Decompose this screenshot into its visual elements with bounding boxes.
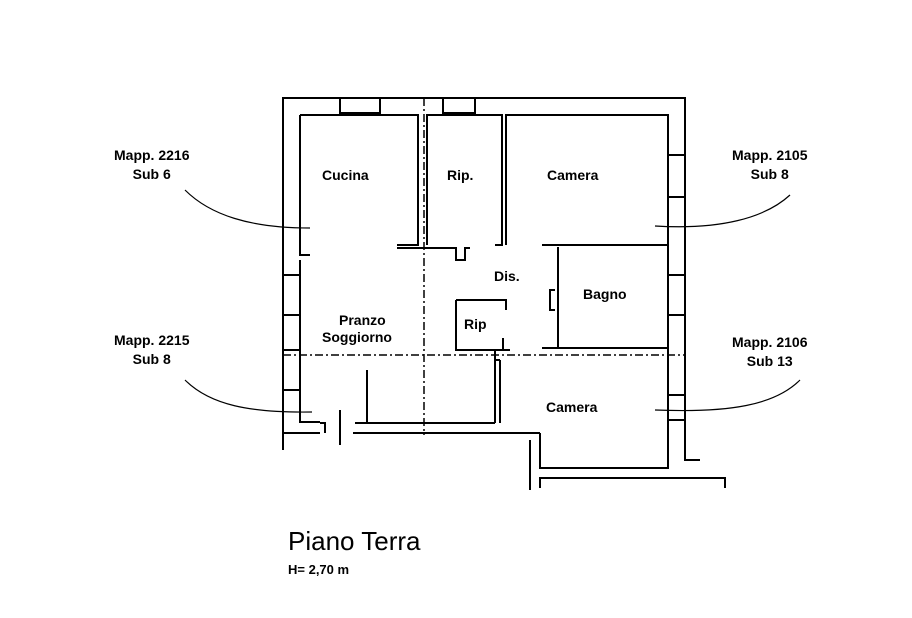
neighbor-label-2215: Mapp. 2215 Sub 8 <box>114 331 189 369</box>
room-camera-top: Camera <box>547 167 599 183</box>
neighbor-label-2216: Mapp. 2216 Sub 6 <box>114 146 189 184</box>
inner-wall-top <box>300 114 669 460</box>
sub-number: Sub 8 <box>750 166 789 182</box>
room-rip-small: Rip <box>464 316 487 332</box>
room-rip-top: Rip. <box>447 167 474 183</box>
plan-title: Piano Terra <box>288 526 421 556</box>
leader-2105 <box>654 194 791 228</box>
camera-bagno-wall <box>542 244 668 349</box>
mapp-number: Mapp. 2216 <box>114 147 190 163</box>
room-camera-bottom: Camera <box>546 399 598 415</box>
room-soggiorno: Soggiorno <box>322 329 392 345</box>
leader-2216 <box>184 189 311 229</box>
sub-number: Sub 8 <box>132 351 171 367</box>
windows-left <box>283 274 300 391</box>
hall-wall <box>397 247 470 261</box>
room-pranzo: Pranzo <box>339 312 386 328</box>
room-bagno: Bagno <box>583 286 627 302</box>
sub-number: Sub 6 <box>132 166 171 182</box>
rip-closet <box>455 299 510 351</box>
height-note: H= 2,70 m <box>288 562 350 577</box>
neighbor-label-2105: Mapp. 2105 Sub 8 <box>732 146 807 184</box>
mapp-number: Mapp. 2106 <box>732 334 808 350</box>
neighbor-label-2106: Mapp. 2106 Sub 13 <box>732 333 807 371</box>
room-cucina: Cucina <box>322 167 369 183</box>
inner-wall-left <box>299 115 320 423</box>
outer-wall <box>282 97 686 450</box>
property-boundary <box>283 98 685 435</box>
mapp-number: Mapp. 2105 <box>732 147 808 163</box>
lower-camera-wall <box>494 348 669 469</box>
lower-right-exterior <box>529 420 726 490</box>
leader-2215 <box>184 379 313 413</box>
window-top-left <box>339 98 476 114</box>
lower-left-walls <box>283 370 540 445</box>
mapp-number: Mapp. 2215 <box>114 332 190 348</box>
room-dis: Dis. <box>494 268 520 284</box>
leader-2106 <box>654 379 801 412</box>
sub-number: Sub 13 <box>746 353 793 369</box>
windows-right <box>668 154 685 421</box>
